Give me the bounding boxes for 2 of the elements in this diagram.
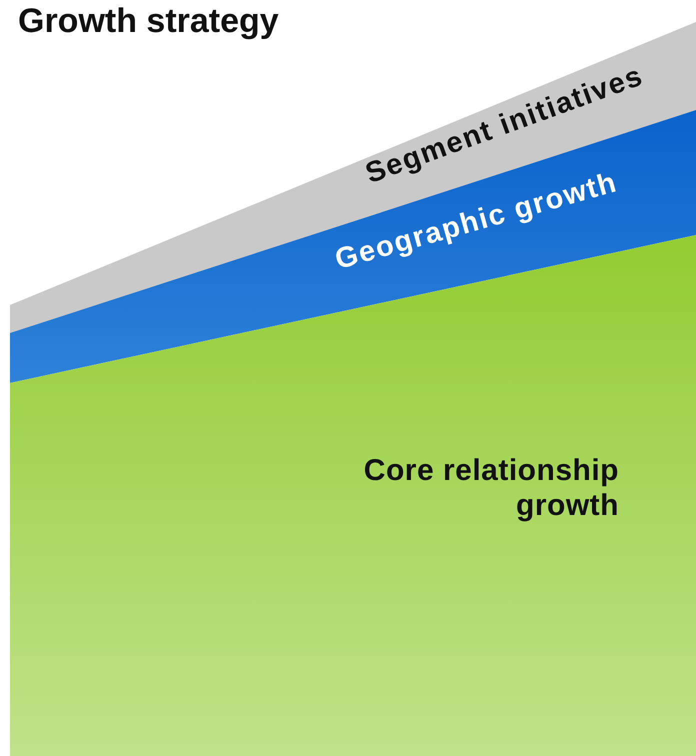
title: Growth strategy bbox=[18, 2, 279, 41]
band-label: Core relationship growth bbox=[362, 454, 619, 523]
